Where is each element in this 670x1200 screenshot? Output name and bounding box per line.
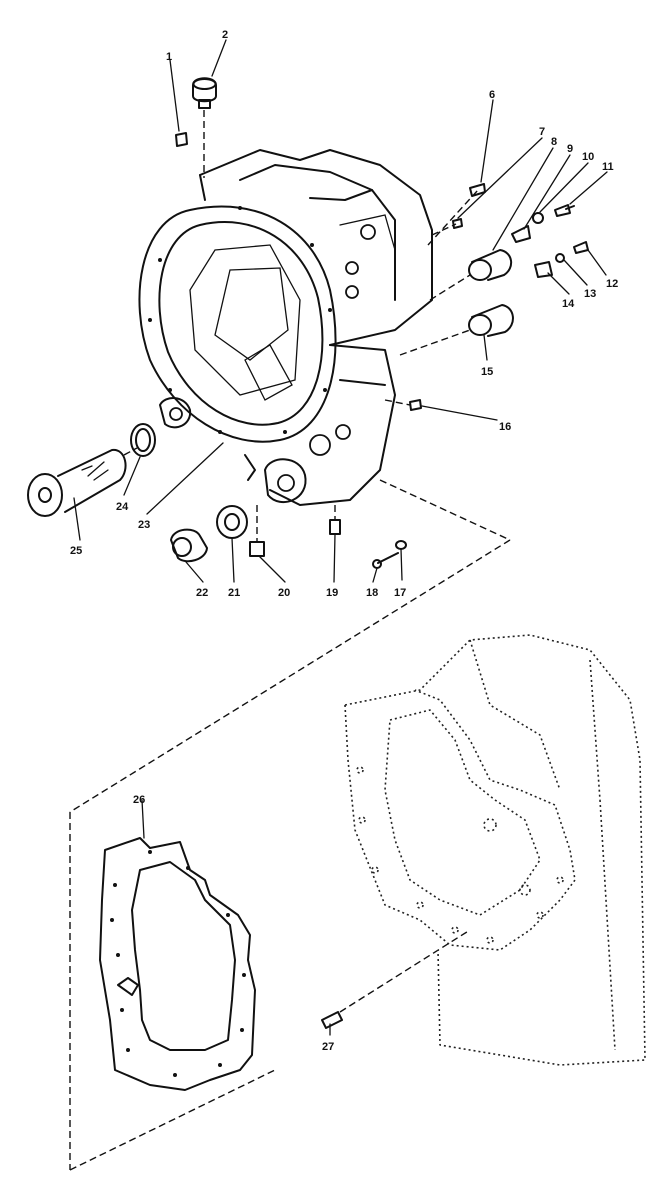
callout-9: 9 bbox=[567, 143, 573, 155]
callout-18: 18 bbox=[366, 587, 378, 599]
callout-27: 27 bbox=[322, 1041, 334, 1053]
converter-housing bbox=[138, 149, 433, 506]
callout-12: 12 bbox=[606, 278, 618, 290]
callout-10: 10 bbox=[582, 151, 594, 163]
callout-2: 2 bbox=[222, 29, 228, 41]
callout-labels: 1 2 6 7 8 9 10 11 12 13 14 15 16 17 18 1… bbox=[70, 29, 618, 1053]
small-parts bbox=[27, 77, 589, 569]
callout-21: 21 bbox=[228, 587, 240, 599]
callout-17: 17 bbox=[394, 587, 406, 599]
callout-11: 11 bbox=[602, 161, 614, 173]
callout-23: 23 bbox=[138, 519, 150, 531]
dowel-pin bbox=[321, 1011, 343, 1029]
alignment-lines bbox=[69, 110, 511, 1171]
callout-20: 20 bbox=[278, 587, 290, 599]
leader-lines bbox=[73, 39, 608, 1036]
callout-1: 1 bbox=[166, 51, 172, 63]
callout-15: 15 bbox=[481, 366, 493, 378]
callout-16: 16 bbox=[499, 421, 511, 433]
callout-19: 19 bbox=[326, 587, 338, 599]
callout-7: 7 bbox=[539, 126, 545, 138]
callout-22: 22 bbox=[196, 587, 208, 599]
gasket bbox=[99, 837, 256, 1091]
callout-14: 14 bbox=[562, 298, 575, 310]
callout-6: 6 bbox=[489, 89, 495, 101]
callout-26: 26 bbox=[133, 794, 145, 806]
transmission-housing-reference bbox=[344, 634, 646, 1066]
callout-25: 25 bbox=[70, 545, 82, 557]
callout-24: 24 bbox=[116, 501, 129, 513]
callout-8: 8 bbox=[551, 136, 557, 148]
callout-13: 13 bbox=[584, 288, 596, 300]
